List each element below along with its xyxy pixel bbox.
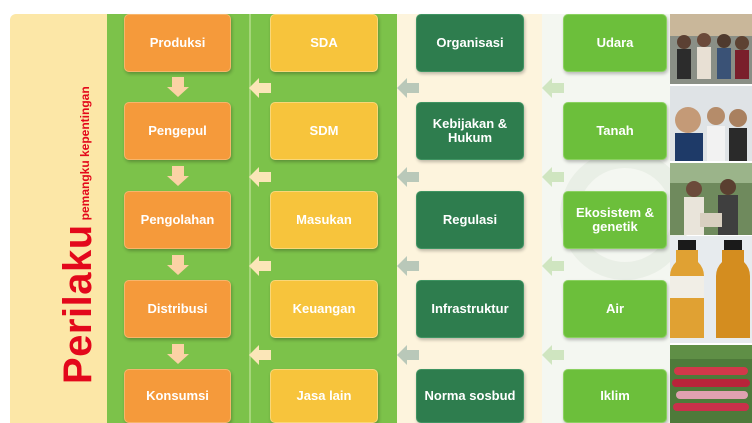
node-ekosistem-genetik: Ekosistem & genetik	[563, 191, 667, 249]
left-arrow	[249, 167, 271, 187]
down-arrow	[167, 166, 189, 186]
down-arrow	[167, 344, 189, 364]
left-arrow	[397, 345, 419, 365]
left-arrow	[397, 256, 419, 276]
left-arrow	[249, 256, 271, 276]
selfie-photo	[670, 86, 752, 161]
node-kebijakan-hukum: Kebijakan & Hukum	[416, 102, 524, 160]
carrots-photo	[670, 345, 752, 423]
down-arrow	[167, 77, 189, 97]
side-panel	[10, 14, 107, 423]
node-sdm: SDM	[270, 102, 378, 160]
node-konsumsi: Konsumsi	[124, 369, 231, 423]
node-distribusi: Distribusi	[124, 280, 231, 338]
left-arrow	[397, 167, 419, 187]
bottles-photo	[670, 236, 752, 343]
workshop-photo	[670, 163, 752, 235]
node-infrastruktur: Infrastruktur	[416, 280, 524, 338]
side-main-label: Perilaku	[56, 224, 100, 384]
left-arrow	[542, 256, 564, 276]
group-photo	[670, 14, 752, 84]
left-arrow	[249, 345, 271, 365]
side-sub-label: pemangku kepentingan	[78, 86, 92, 221]
side-label: Perilaku pemangku kepentingan	[56, 86, 100, 384]
left-arrow	[542, 167, 564, 187]
node-tanah: Tanah	[563, 102, 667, 160]
node-sda: SDA	[270, 14, 378, 72]
node-produksi: Produksi	[124, 14, 231, 72]
node-iklim: Iklim	[563, 369, 667, 423]
node-norma-sosbud: Norma sosbud	[416, 369, 524, 423]
left-arrow	[397, 78, 419, 98]
node-organisasi: Organisasi	[416, 14, 524, 72]
node-keuangan: Keuangan	[270, 280, 378, 338]
node-regulasi: Regulasi	[416, 191, 524, 249]
node-udara: Udara	[563, 14, 667, 72]
left-arrow	[542, 345, 564, 365]
node-masukan: Masukan	[270, 191, 378, 249]
left-arrow	[542, 78, 564, 98]
band-divider	[249, 14, 251, 423]
left-arrow	[249, 78, 271, 98]
down-arrow	[167, 255, 189, 275]
node-air: Air	[563, 280, 667, 338]
node-pengepul: Pengepul	[124, 102, 231, 160]
node-jasa-lain: Jasa lain	[270, 369, 378, 423]
node-pengolahan: Pengolahan	[124, 191, 231, 249]
